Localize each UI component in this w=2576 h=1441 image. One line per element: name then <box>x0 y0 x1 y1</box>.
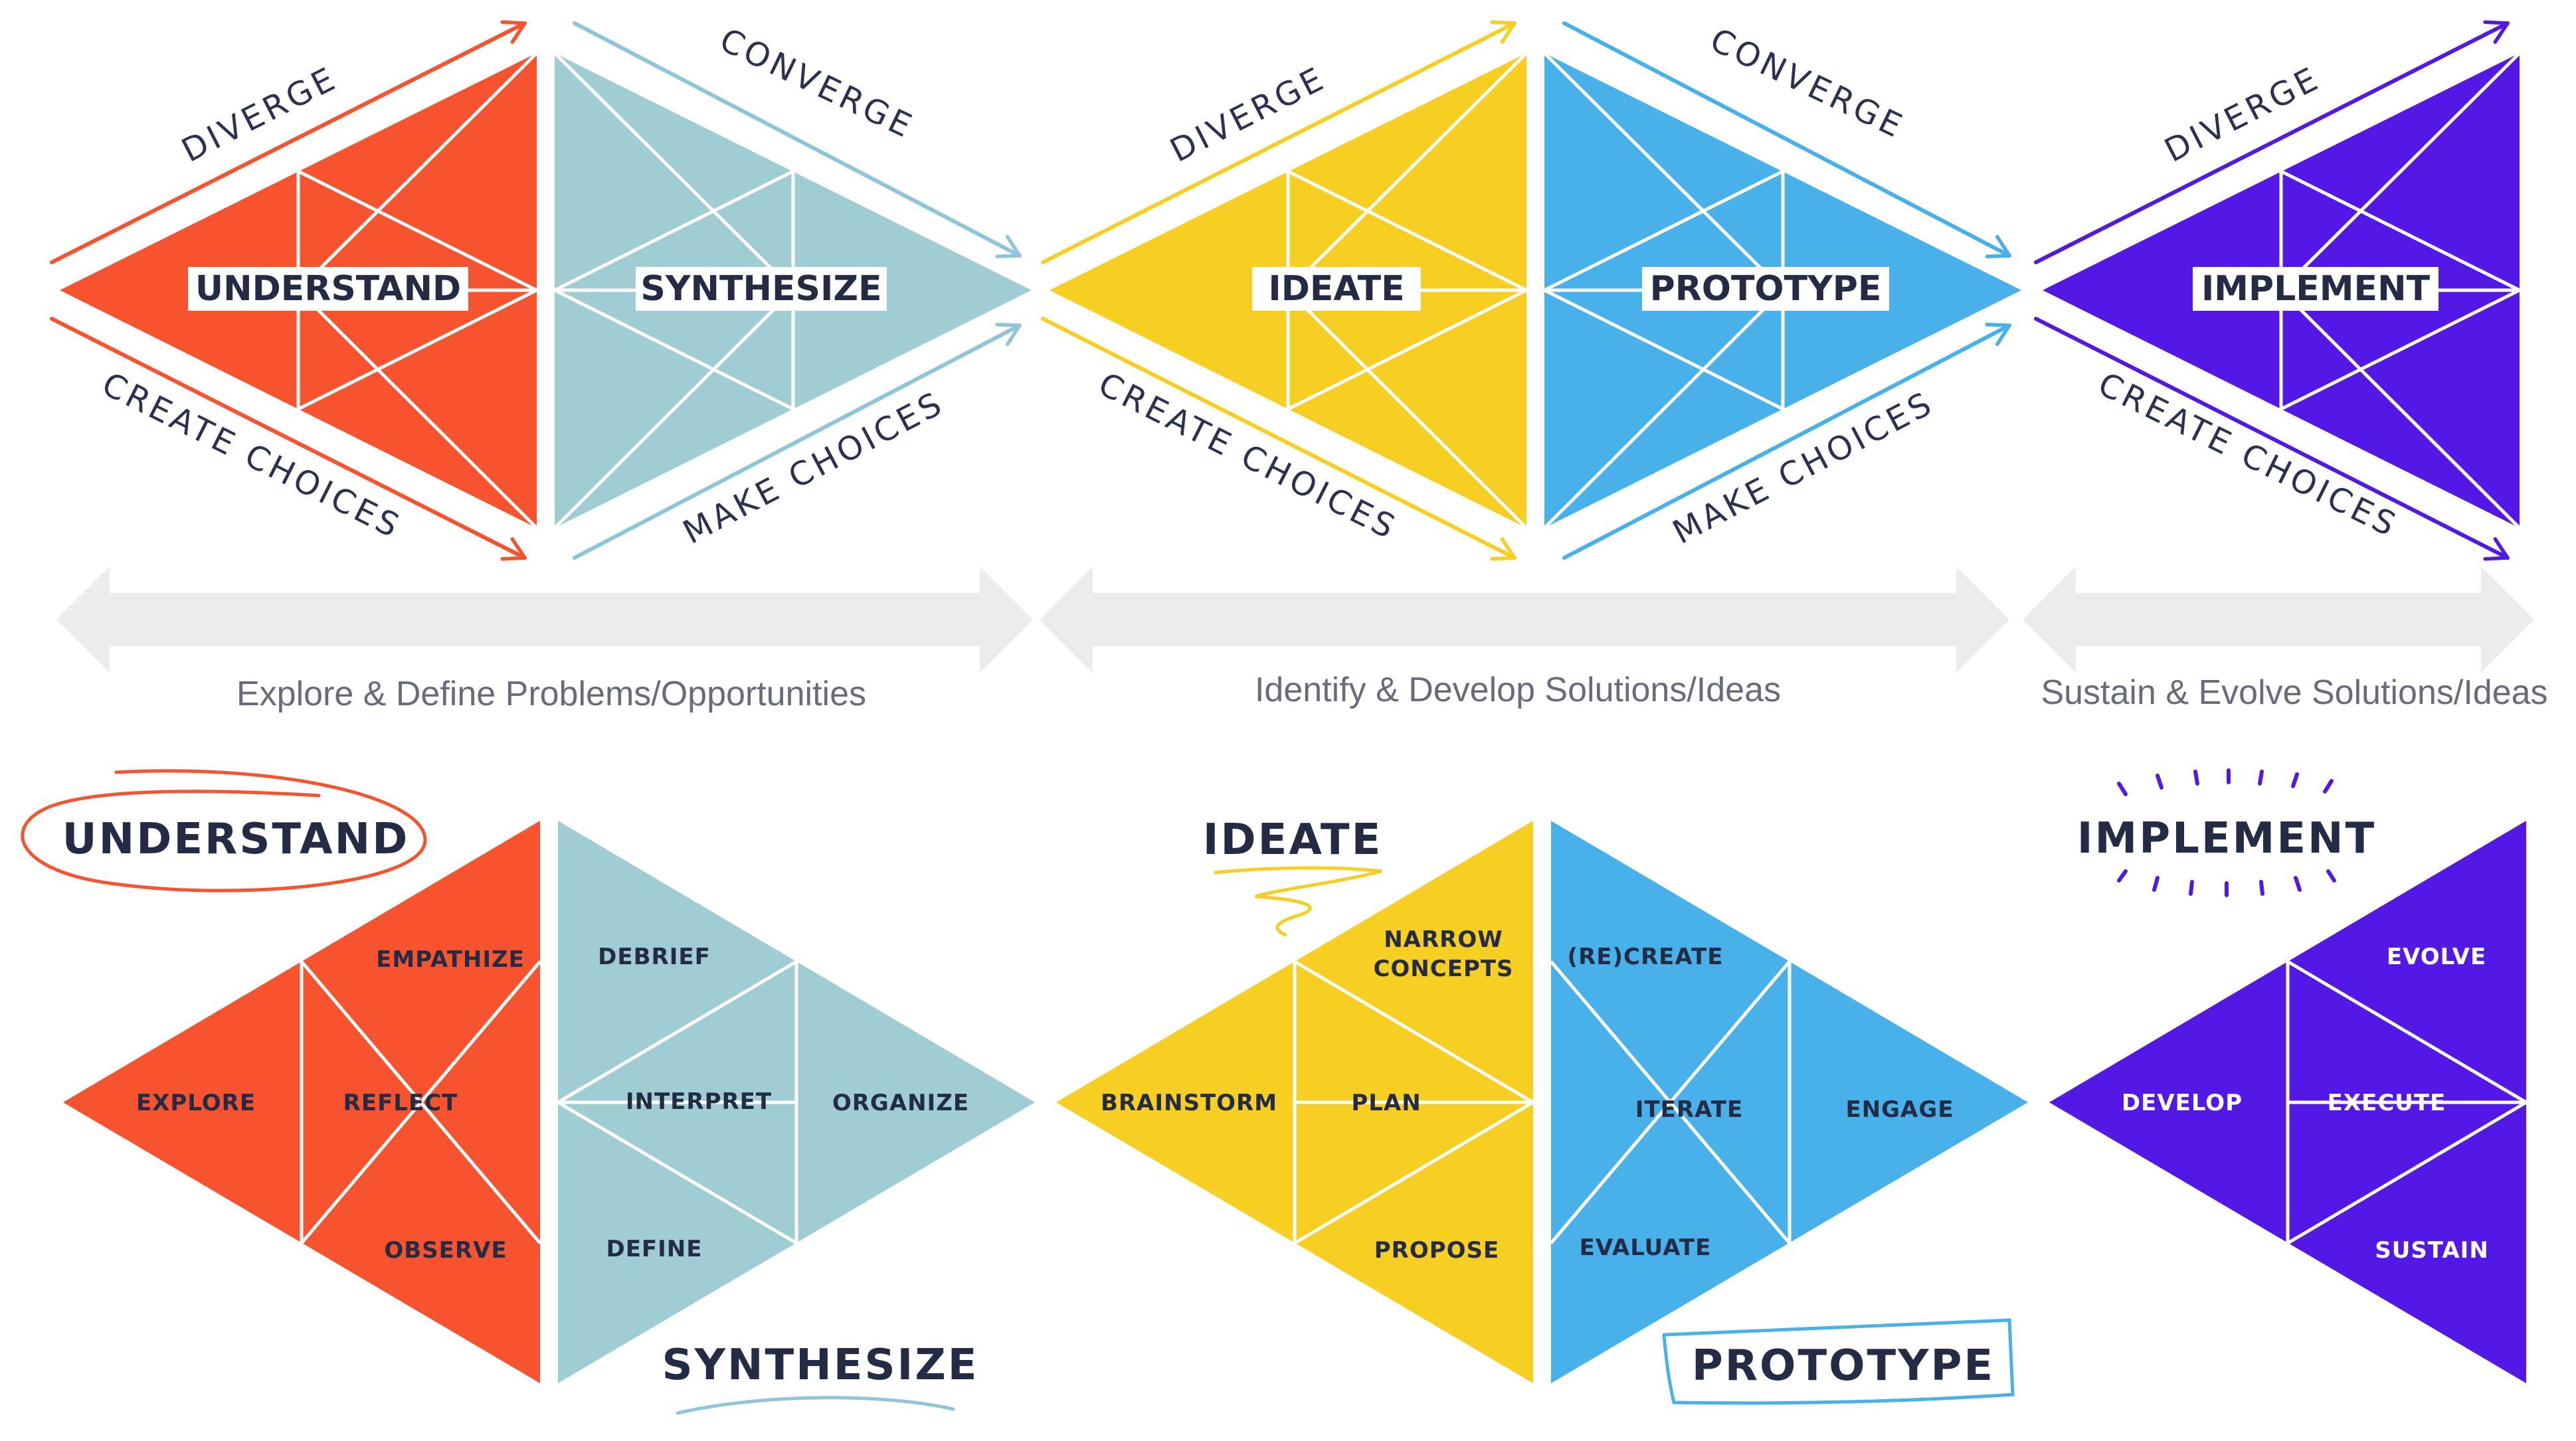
step-interpret: INTERPRET <box>626 1088 772 1115</box>
converge-arrow <box>1562 21 2011 259</box>
flow-label-converge: CONVERGE <box>1704 21 1910 146</box>
diverge-arrow <box>50 20 527 264</box>
step-sustain: SUSTAIN <box>2375 1237 2489 1264</box>
hand-drawn-oval-icon <box>21 769 427 892</box>
bottom-title-prototype: PROTOTYPE <box>1692 1341 1995 1391</box>
phase-label-band <box>1252 267 1421 311</box>
radiating-dashes-icon <box>2117 768 2336 897</box>
create-choices-arrow <box>2034 317 2510 561</box>
create-choices-arrow <box>1041 317 1517 561</box>
converge-arrow <box>573 21 1022 259</box>
stage-caption-explore-define: Explore & Define Problems/Opportunities <box>236 675 866 713</box>
bottom-title-understand: UNDERSTAND <box>62 815 410 864</box>
diverge-arrow <box>1041 20 1517 264</box>
step-engage: ENGAGE <box>1845 1096 1954 1123</box>
make-choices-arrow <box>1562 322 2011 560</box>
diverge-arrow <box>2034 20 2510 264</box>
bottom-implement-triangle: EVOLVE DEVELOP EXECUTE SUSTAIN <box>2049 821 2528 1383</box>
bottom-understand-triangle: EMPATHIZE EXPLORE REFLECT OBSERVE <box>63 821 541 1383</box>
step-recreate: (RE)CREATE <box>1568 944 1724 970</box>
step-propose: PROPOSE <box>1374 1237 1500 1264</box>
phase-label-synthesize: SYNTHESIZE <box>640 269 881 309</box>
phase-label-understand: UNDERSTAND <box>195 269 461 309</box>
bottom-title-synthesize: SYNTHESIZE <box>662 1341 979 1390</box>
stage-caption-sustain-evolve: Sustain & Evolve Solutions/Ideas <box>2041 673 2547 712</box>
step-explore: EXPLORE <box>136 1090 256 1116</box>
flow-label-diverge: DIVERGE <box>176 59 344 170</box>
step-evaluate: EVALUATE <box>1580 1234 1712 1261</box>
phase-labels: UNDERSTAND SYNTHESIZE IDEATE PROTOTYPE I… <box>188 267 2438 311</box>
create-choices-arrow <box>50 317 527 561</box>
title-implement-group: IMPLEMENT <box>2077 768 2377 897</box>
bottom-ideate-triangle: NARROW CONCEPTS BRAINSTORM PLAN PROPOSE <box>1056 821 1534 1383</box>
bottom-synthesize-triangle: DEBRIEF INTERPRET ORGANIZE DEFINE <box>557 821 1035 1383</box>
step-debrief: DEBRIEF <box>598 944 711 970</box>
underline-swoosh-icon <box>676 1396 955 1415</box>
step-iterate: ITERATE <box>1635 1096 1743 1123</box>
bottom-title-implement: IMPLEMENT <box>2077 814 2377 863</box>
phase-label-band <box>1642 267 1889 311</box>
bottom-title-ideate: IDEATE <box>1203 815 1383 865</box>
step-empathize: EMPATHIZE <box>376 946 525 973</box>
double-arrow <box>56 566 1033 673</box>
step-define: DEFINE <box>606 1236 702 1262</box>
step-organize: ORGANIZE <box>832 1090 969 1116</box>
bottom-prototype-triangle: (RE)CREATE ITERATE ENGAGE EVALUATE <box>1550 821 2028 1383</box>
make-choices-arrow <box>573 322 1022 560</box>
flow-label-converge: CONVERGE <box>714 21 920 146</box>
step-narrow-concepts: CONCEPTS <box>1373 956 1513 982</box>
flow-label-diverge: DIVERGE <box>1164 59 1333 170</box>
phase-label-implement: IMPLEMENT <box>2201 269 2431 309</box>
phase-label-band <box>2193 267 2438 311</box>
step-narrow-concepts: NARROW <box>1384 926 1503 953</box>
step-reflect: REFLECT <box>343 1090 458 1116</box>
flow-label-diverge: DIVERGE <box>2159 59 2327 170</box>
squiggle-icon <box>1214 866 1382 937</box>
phase-label-ideate: IDEATE <box>1268 269 1404 309</box>
double-arrow <box>1040 566 2009 673</box>
phase-label-band <box>636 267 887 311</box>
title-synthesize-group: SYNTHESIZE <box>662 1341 979 1415</box>
title-understand-group: UNDERSTAND <box>21 769 427 892</box>
step-plan: PLAN <box>1351 1090 1421 1116</box>
step-evolve: EVOLVE <box>2387 944 2486 970</box>
title-ideate-group: IDEATE <box>1203 815 1383 937</box>
stage-caption-identify-develop: Identify & Develop Solutions/Ideas <box>1255 671 1781 709</box>
title-prototype-group: PROTOTYPE <box>1662 1318 2015 1405</box>
stage-arrows <box>56 566 2534 673</box>
step-brainstorm: BRAINSTORM <box>1101 1090 1277 1116</box>
hand-drawn-box-icon <box>1662 1318 2015 1405</box>
double-arrow <box>2023 566 2534 673</box>
step-observe: OBSERVE <box>384 1237 507 1264</box>
flow-arrows <box>50 20 2510 561</box>
step-execute: EXECUTE <box>2328 1090 2446 1116</box>
phase-label-prototype: PROTOTYPE <box>1650 269 1882 309</box>
step-develop: DEVELOP <box>2122 1090 2243 1116</box>
phase-label-band <box>188 267 468 311</box>
